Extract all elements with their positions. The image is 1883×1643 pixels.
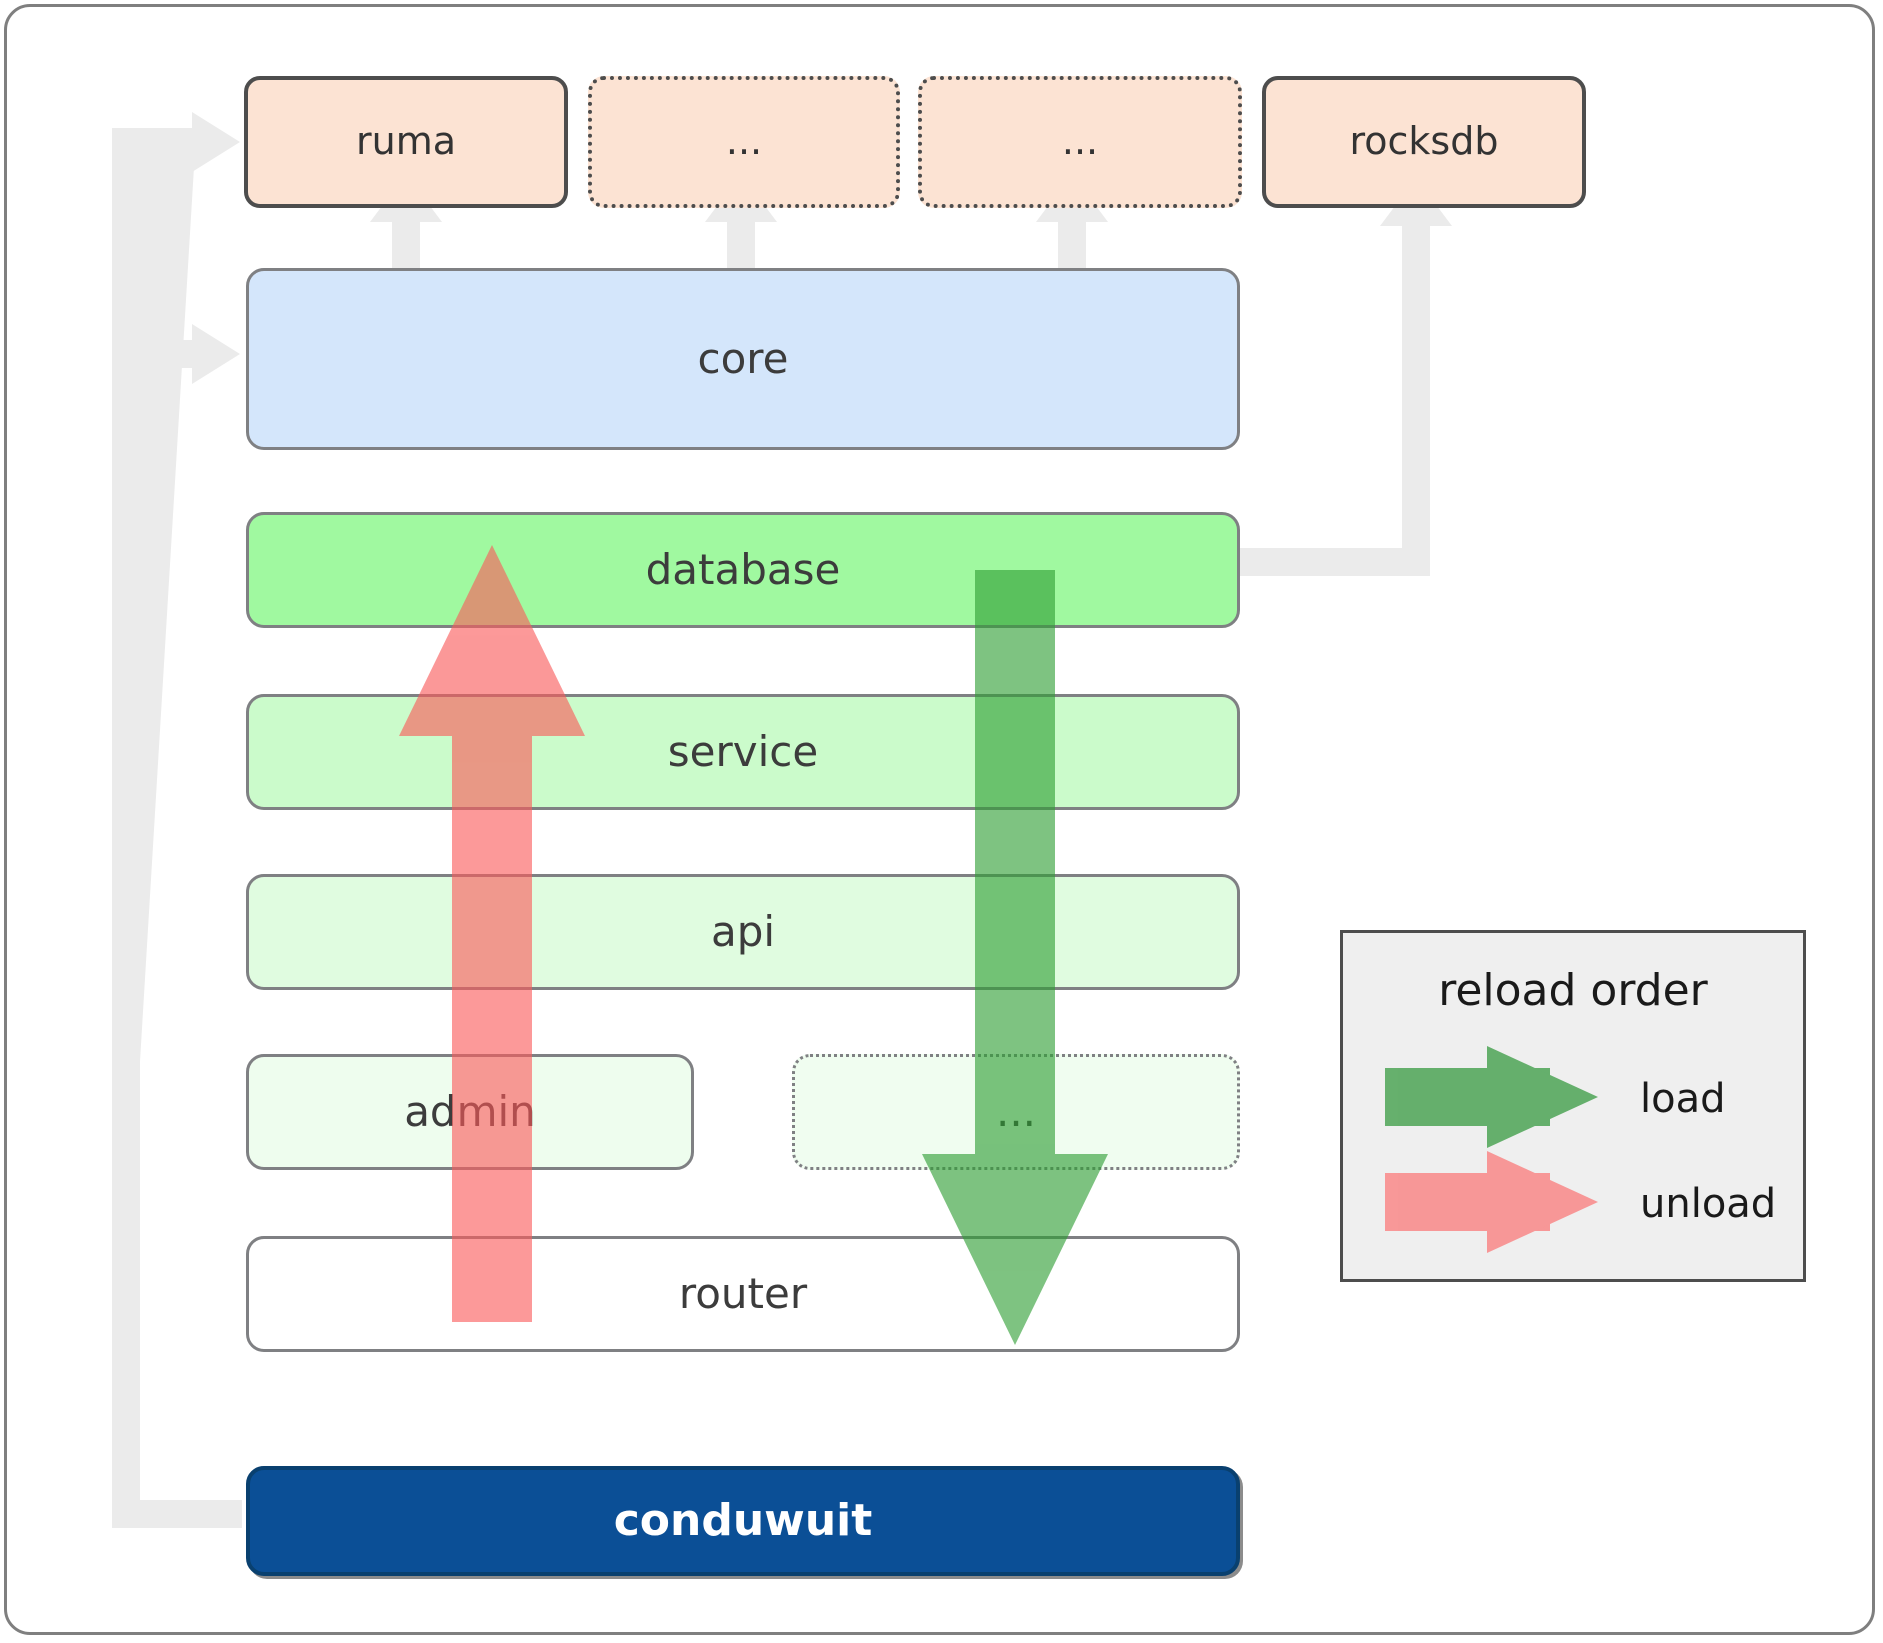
node-dots-1[interactable]: ...	[588, 76, 900, 208]
node-ruma[interactable]: ruma	[244, 76, 568, 208]
node-conduwuit-label: conduwuit	[613, 1494, 873, 1546]
node-dots-2[interactable]: ...	[918, 76, 1242, 208]
legend-load-label: load	[1640, 1076, 1726, 1122]
node-dots-2-label: ...	[1061, 119, 1099, 164]
legend-title: reload order	[1340, 965, 1806, 1016]
node-dots-3[interactable]: ...	[792, 1054, 1240, 1170]
legend-title-text: reload order	[1438, 965, 1708, 1016]
node-dots-3-label: ...	[995, 1086, 1037, 1136]
node-api-label: api	[710, 906, 776, 956]
node-service-label: service	[667, 726, 819, 776]
node-core[interactable]: core	[246, 268, 1240, 450]
node-database[interactable]: database	[246, 512, 1240, 628]
node-conduwuit[interactable]: conduwuit	[246, 1466, 1240, 1576]
node-router-label: router	[678, 1268, 808, 1318]
legend-unload-text: unload	[1640, 1181, 1777, 1227]
node-core-label: core	[697, 333, 789, 383]
diagram-frame	[4, 4, 1875, 1635]
node-dots-1-label: ...	[725, 119, 763, 164]
node-ruma-label: ruma	[355, 119, 456, 164]
node-database-label: database	[645, 544, 841, 594]
node-admin-label: admin	[404, 1086, 536, 1136]
node-admin[interactable]: admin	[246, 1054, 694, 1170]
legend-load-text: load	[1640, 1076, 1726, 1122]
node-router[interactable]: router	[246, 1236, 1240, 1352]
node-api[interactable]: api	[246, 874, 1240, 990]
node-service[interactable]: service	[246, 694, 1240, 810]
legend-unload-label: unload	[1640, 1181, 1776, 1227]
node-rocksdb-label: rocksdb	[1349, 119, 1499, 164]
node-rocksdb[interactable]: rocksdb	[1262, 76, 1586, 208]
